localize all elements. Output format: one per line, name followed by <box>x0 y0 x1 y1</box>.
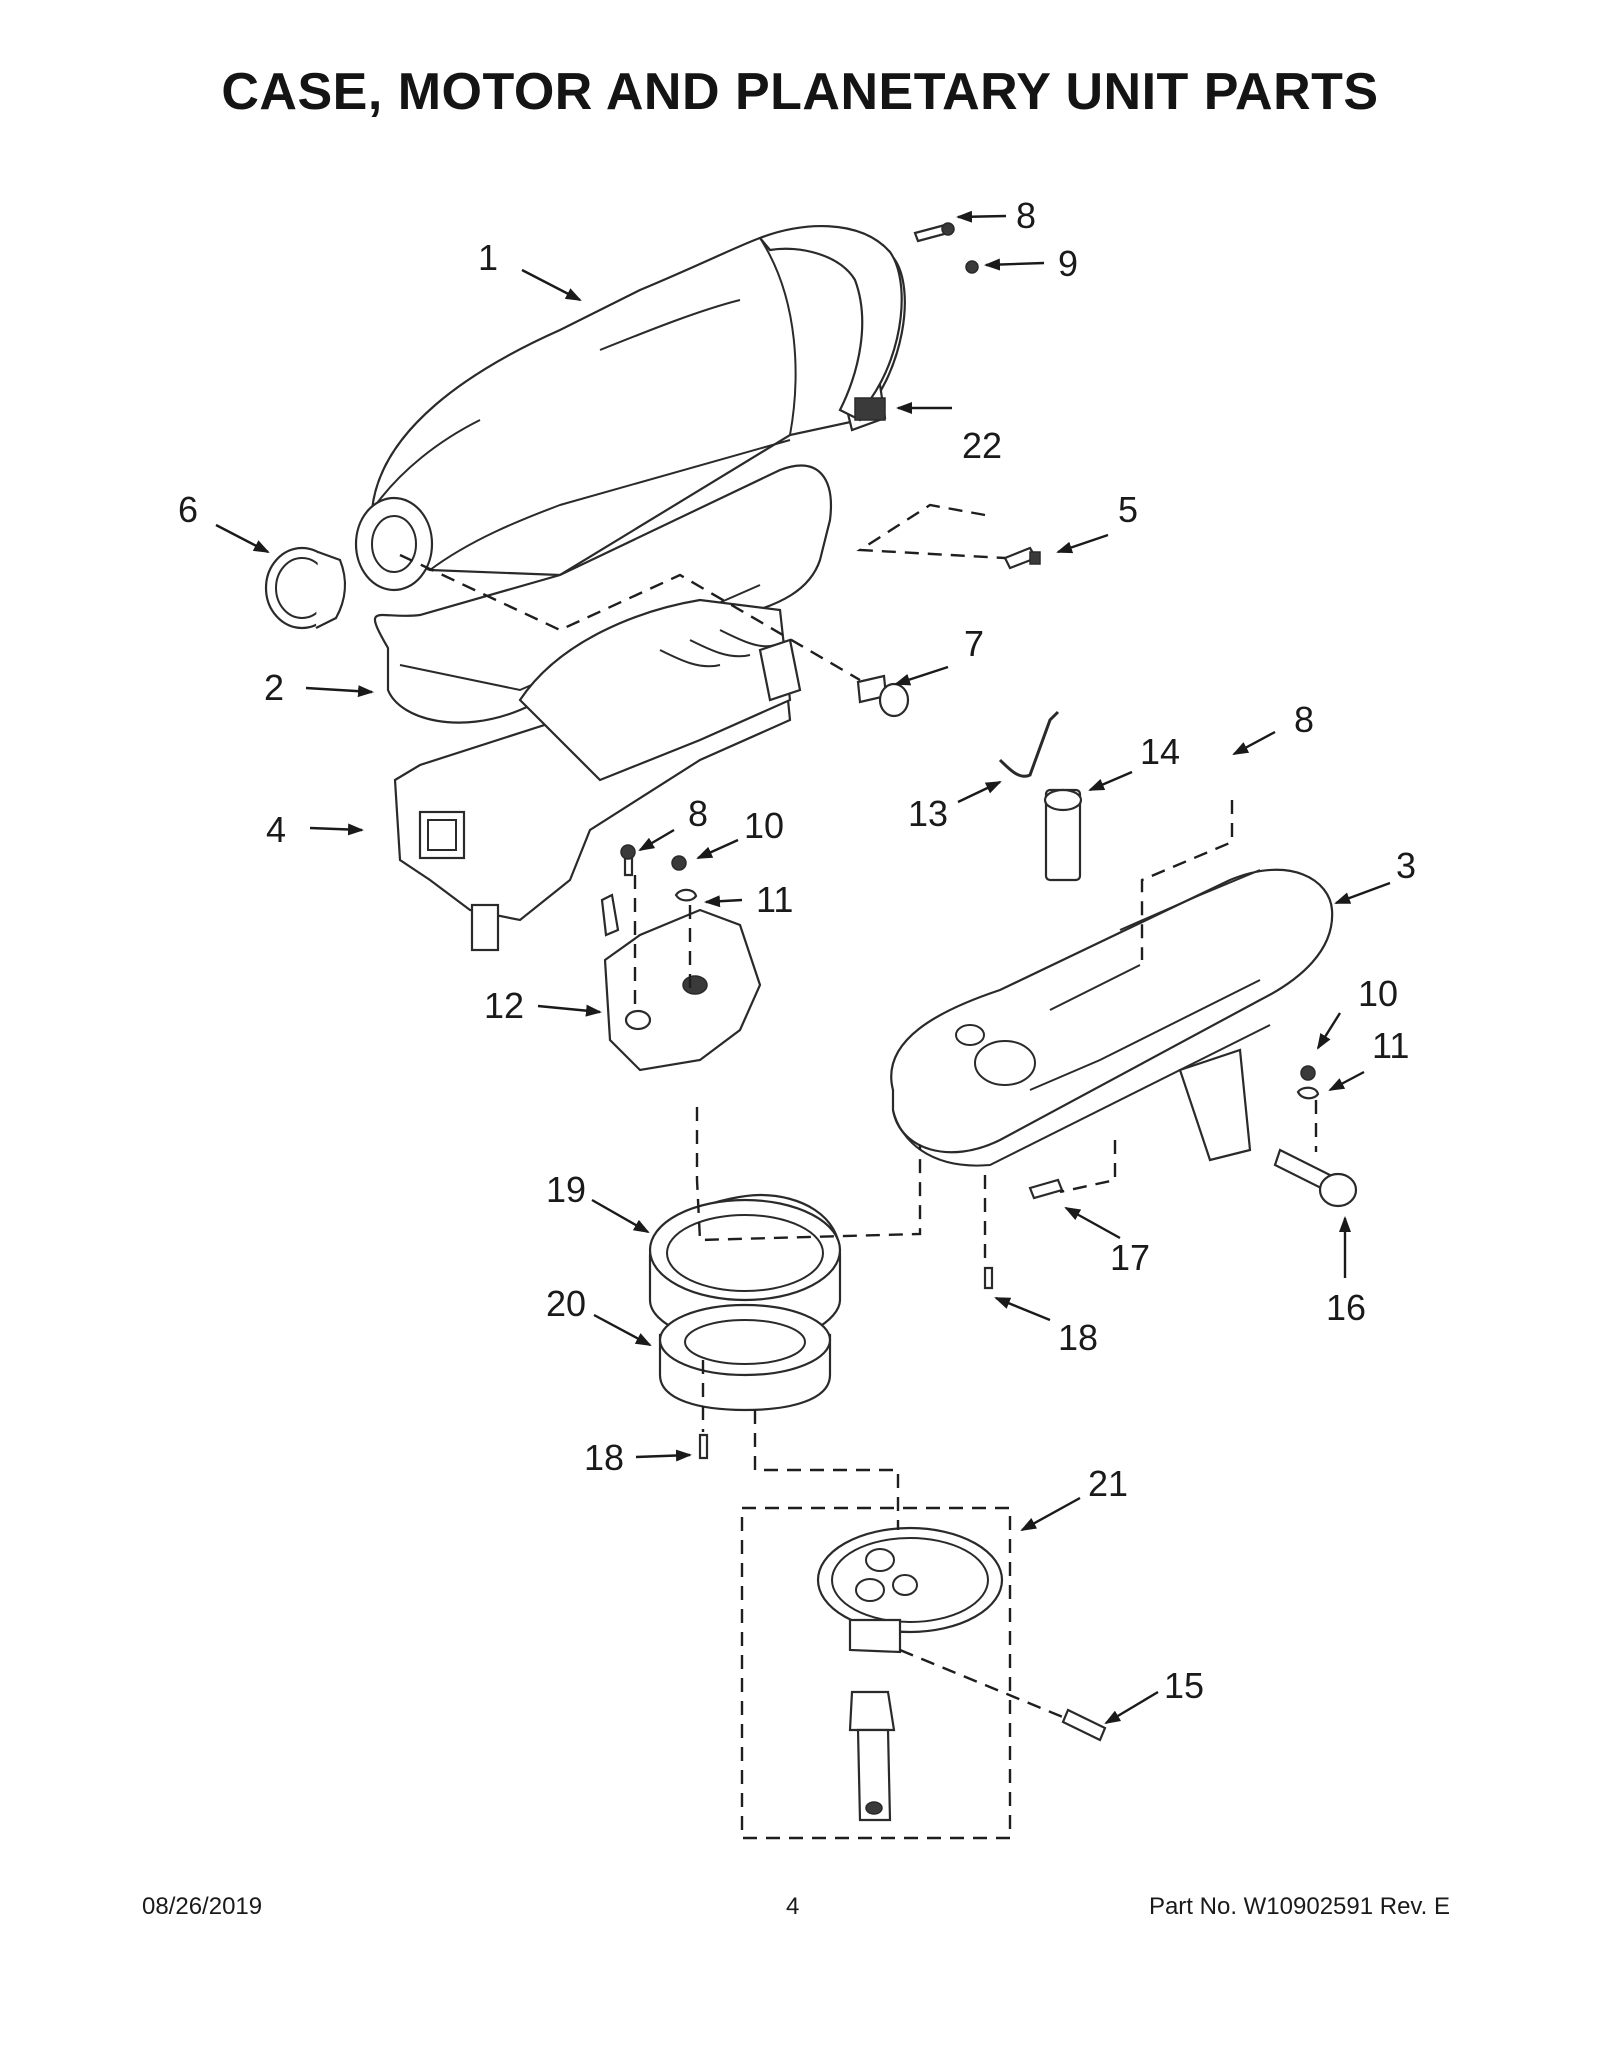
part-3-base <box>890 868 1334 1167</box>
part-22-rear-cap <box>758 224 903 422</box>
callout-8-center: 8 <box>688 793 708 834</box>
callout-11-right: 11 <box>1372 1025 1409 1066</box>
callout-2: 2 <box>264 667 284 708</box>
callout-18-left: 18 <box>584 1437 624 1478</box>
footer-date: 08/26/2019 <box>142 1893 263 1920</box>
callout-3: 3 <box>1396 845 1416 886</box>
part-17-screw <box>1028 1178 1064 1200</box>
callout-10-right: 10 <box>1358 973 1398 1014</box>
part-14-speed-control <box>1043 788 1083 882</box>
part-5-screw <box>1003 546 1041 570</box>
part-13-lever-rod <box>998 710 1060 778</box>
callout-8-top: 8 <box>1016 195 1036 236</box>
callout-21: 21 <box>1088 1463 1128 1504</box>
assembly-lines <box>399 503 1318 1722</box>
part-4-motor-gear-case <box>393 598 802 952</box>
callout-5: 5 <box>1118 489 1138 530</box>
callout-10-center: 10 <box>744 805 784 846</box>
part-18-screws <box>698 1266 994 1460</box>
callout-7: 7 <box>964 623 984 664</box>
page-title: CASE, MOTOR AND PLANETARY UNIT PARTS <box>221 63 1379 121</box>
screws-right-side <box>1296 1065 1320 1100</box>
callout-16: 16 <box>1326 1287 1366 1328</box>
callout-8-right: 8 <box>1294 699 1314 740</box>
callout-20: 20 <box>546 1283 586 1324</box>
footer-page-number: 4 <box>786 1893 800 1920</box>
part-16-speed-knob <box>1273 1148 1358 1208</box>
callout-14: 14 <box>1140 731 1180 772</box>
callout-22: 22 <box>962 425 1002 466</box>
callout-11-center: 11 <box>756 879 793 920</box>
callout-17: 17 <box>1110 1237 1150 1278</box>
part-7-bushing <box>856 674 910 718</box>
callout-18-right: 18 <box>1058 1317 1098 1358</box>
callout-1: 1 <box>478 237 498 278</box>
part-20-planetary-housing <box>658 1303 832 1412</box>
screws-center <box>620 844 698 902</box>
callout-12: 12 <box>484 985 524 1026</box>
callout-6: 6 <box>178 489 198 530</box>
footer-part-number: Part No. W10902591 Rev. E <box>1148 1893 1450 1920</box>
callout-15: 15 <box>1164 1665 1204 1706</box>
part-6-badge <box>264 546 346 630</box>
callout-19: 19 <box>546 1169 586 1210</box>
part-19-planetary-ring <box>648 1193 842 1347</box>
callout-labels: 1 2 3 4 5 6 7 8 9 8 8 10 10 11 11 12 13 … <box>178 195 1416 1706</box>
callout-arrows <box>215 210 1391 1725</box>
part-15-pin <box>1061 1708 1107 1742</box>
callout-13: 13 <box>908 793 948 834</box>
screws-top-right <box>913 222 979 274</box>
callout-9: 9 <box>1058 243 1078 284</box>
part-21-planetary-unit <box>740 1506 1012 1840</box>
part-12-control-plate <box>600 893 762 1072</box>
callout-4: 4 <box>266 809 286 850</box>
